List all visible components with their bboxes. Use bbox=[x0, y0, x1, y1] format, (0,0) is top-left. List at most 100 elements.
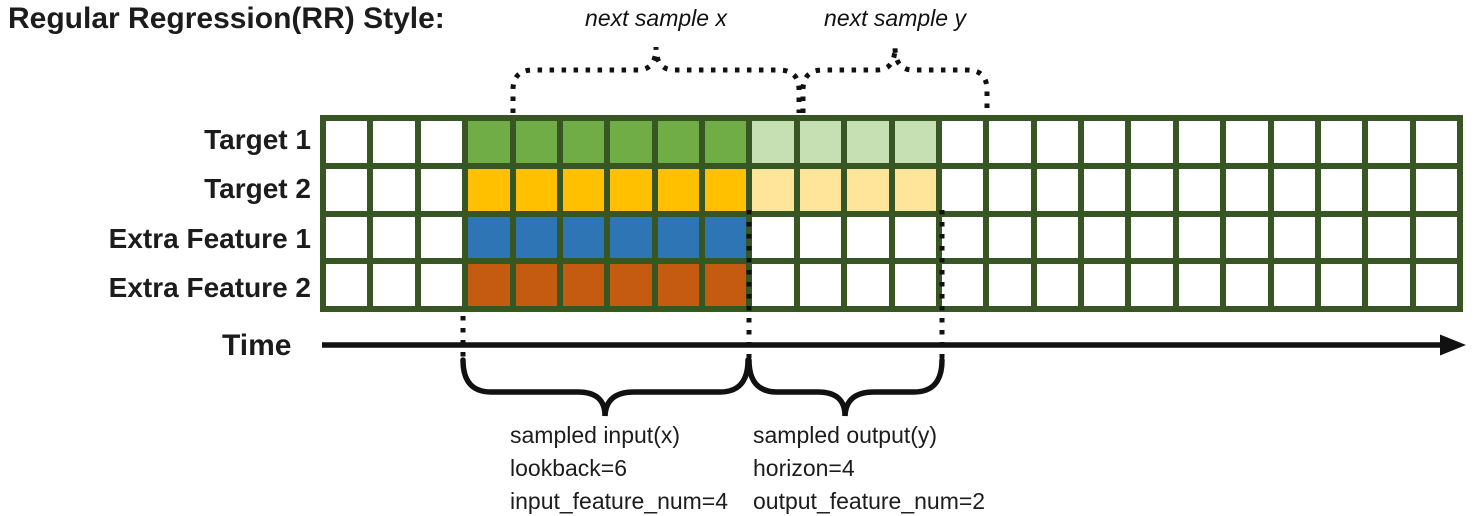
grid-cell bbox=[657, 168, 699, 211]
input-feature-num-value: input_feature_num=4 bbox=[510, 488, 729, 514]
grid-cell bbox=[1131, 121, 1173, 163]
grid-cell bbox=[468, 121, 510, 163]
grid-cell bbox=[420, 216, 463, 259]
grid-cell bbox=[1084, 168, 1126, 211]
grid-cell bbox=[326, 168, 368, 211]
grid-cell bbox=[468, 168, 510, 211]
grid-cell bbox=[1226, 216, 1268, 259]
grid-cell bbox=[1320, 264, 1363, 306]
grid-cell bbox=[1273, 121, 1315, 163]
grid-cell bbox=[989, 121, 1031, 163]
sampled-output-title: sampled output(y) bbox=[753, 422, 938, 448]
output-feature-num-value: output_feature_num=2 bbox=[753, 488, 986, 514]
grid-cell bbox=[941, 168, 984, 211]
grid-cell bbox=[610, 121, 652, 163]
grid-cell bbox=[752, 121, 794, 163]
sampled-input-brace bbox=[460, 357, 751, 417]
grid-cell bbox=[1036, 168, 1078, 211]
grid-cell bbox=[373, 121, 415, 163]
grid-cell bbox=[989, 264, 1031, 306]
sampled-input-annotation: sampled input(x) lookback=6 input_featur… bbox=[510, 419, 728, 516]
grid-cell bbox=[1131, 264, 1173, 306]
grid-cell bbox=[326, 216, 368, 259]
grid-cell bbox=[1320, 216, 1363, 259]
grid-cell bbox=[562, 121, 605, 163]
grid-cell bbox=[1131, 168, 1173, 211]
grid-cell bbox=[373, 168, 415, 211]
grid-cell bbox=[847, 264, 889, 306]
grid-cell bbox=[1178, 216, 1221, 259]
grid-cell bbox=[610, 216, 652, 259]
grid-cell bbox=[847, 168, 889, 211]
time-series-grid bbox=[320, 115, 1463, 312]
grid-cell bbox=[705, 216, 747, 259]
row-label-target-2: Target 2 bbox=[204, 173, 311, 204]
grid-cell bbox=[326, 264, 368, 306]
grid-cell bbox=[515, 264, 557, 306]
grid-cell bbox=[894, 216, 936, 259]
grid-cell bbox=[847, 121, 889, 163]
grid-cell bbox=[515, 216, 557, 259]
grid-cell bbox=[894, 121, 936, 163]
grid-cell bbox=[610, 168, 652, 211]
grid-cell bbox=[799, 168, 842, 211]
time-axis-label: Time bbox=[222, 329, 292, 362]
grid-cell bbox=[1368, 121, 1410, 163]
grid-cell bbox=[941, 121, 984, 163]
grid-cell bbox=[1178, 264, 1221, 306]
grid-cell bbox=[941, 264, 984, 306]
grid-cell bbox=[1226, 121, 1268, 163]
sampled-output-brace bbox=[746, 357, 945, 417]
grid-cell bbox=[894, 264, 936, 306]
grid-cell bbox=[610, 264, 652, 306]
horizon-value: horizon=4 bbox=[753, 455, 855, 481]
grid-cell bbox=[941, 216, 984, 259]
grid-cell bbox=[1415, 168, 1457, 211]
grid-cell bbox=[373, 216, 415, 259]
next-sample-y-brace bbox=[800, 46, 990, 113]
sampled-input-title: sampled input(x) bbox=[510, 422, 681, 448]
row-label-target-1: Target 1 bbox=[204, 124, 311, 155]
grid-cell bbox=[1415, 216, 1457, 259]
grid-cell bbox=[705, 121, 747, 163]
grid-cell bbox=[420, 121, 463, 163]
grid-cell bbox=[1320, 168, 1363, 211]
row-label-extra-feature-1: Extra Feature 1 bbox=[108, 223, 311, 254]
grid-cell bbox=[989, 168, 1031, 211]
grid-cell bbox=[657, 216, 699, 259]
grid-cell bbox=[1226, 168, 1268, 211]
grid-cell bbox=[562, 216, 605, 259]
grid-cell bbox=[657, 264, 699, 306]
grid-cell bbox=[1226, 264, 1268, 306]
grid-cell bbox=[1036, 121, 1078, 163]
grid-cell bbox=[515, 121, 557, 163]
grid-cell bbox=[468, 216, 510, 259]
grid-cell bbox=[1415, 121, 1457, 163]
row-label-extra-feature-2: Extra Feature 2 bbox=[108, 272, 311, 303]
grid-cell bbox=[1368, 264, 1410, 306]
grid-cell bbox=[1178, 168, 1221, 211]
grid-cell bbox=[1415, 264, 1457, 306]
grid-cell bbox=[420, 264, 463, 306]
grid-cell bbox=[989, 216, 1031, 259]
grid-cell bbox=[1084, 216, 1126, 259]
grid-cell bbox=[326, 121, 368, 163]
grid-cell bbox=[562, 168, 605, 211]
grid-cell bbox=[1273, 168, 1315, 211]
next-sample-x-brace bbox=[510, 46, 802, 113]
grid-cell bbox=[799, 216, 842, 259]
grid-cell bbox=[752, 168, 794, 211]
grid-cell bbox=[705, 264, 747, 306]
grid-cell bbox=[705, 168, 747, 211]
grid-cell bbox=[1131, 216, 1173, 259]
grid-cell bbox=[752, 264, 794, 306]
grid-cell bbox=[373, 264, 415, 306]
grid-cell bbox=[1320, 121, 1363, 163]
grid-cell bbox=[420, 168, 463, 211]
sampled-output-annotation: sampled output(y) horizon=4 output_featu… bbox=[753, 419, 985, 516]
grid-cell bbox=[1273, 216, 1315, 259]
grid-cell bbox=[1368, 168, 1410, 211]
grid-cell bbox=[799, 121, 842, 163]
